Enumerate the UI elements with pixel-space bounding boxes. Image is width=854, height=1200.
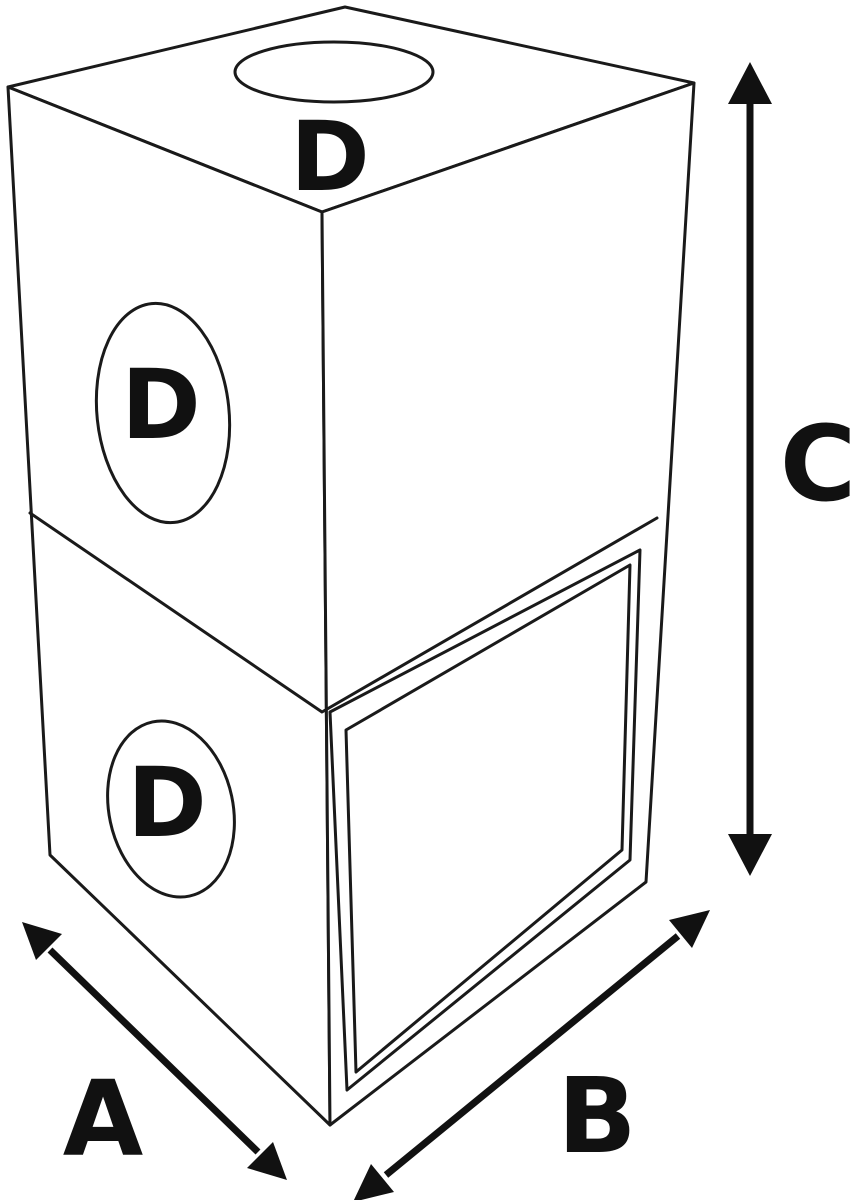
top-hole-label: D	[290, 101, 370, 213]
lower-left-hole-label: D	[127, 747, 207, 859]
front-opening-outer-frame	[328, 548, 642, 1092]
front-opening-inner-frame	[344, 563, 632, 1074]
width-dimension-arrow	[22, 922, 287, 1180]
upper-left-hole-ellipse	[94, 301, 232, 525]
depth-dimension-arrow	[353, 910, 710, 1200]
depth-dimension-label: B	[557, 1055, 636, 1177]
height-dimension-arrow	[728, 62, 772, 876]
top-hole-ellipse	[233, 40, 435, 104]
cube-seam-line	[28, 511, 659, 714]
lower-left-hole-ellipse	[106, 719, 236, 899]
height-dimension-label: C	[780, 403, 854, 525]
width-dimension-label: A	[63, 1058, 144, 1180]
upper-left-hole-label: D	[121, 349, 201, 461]
